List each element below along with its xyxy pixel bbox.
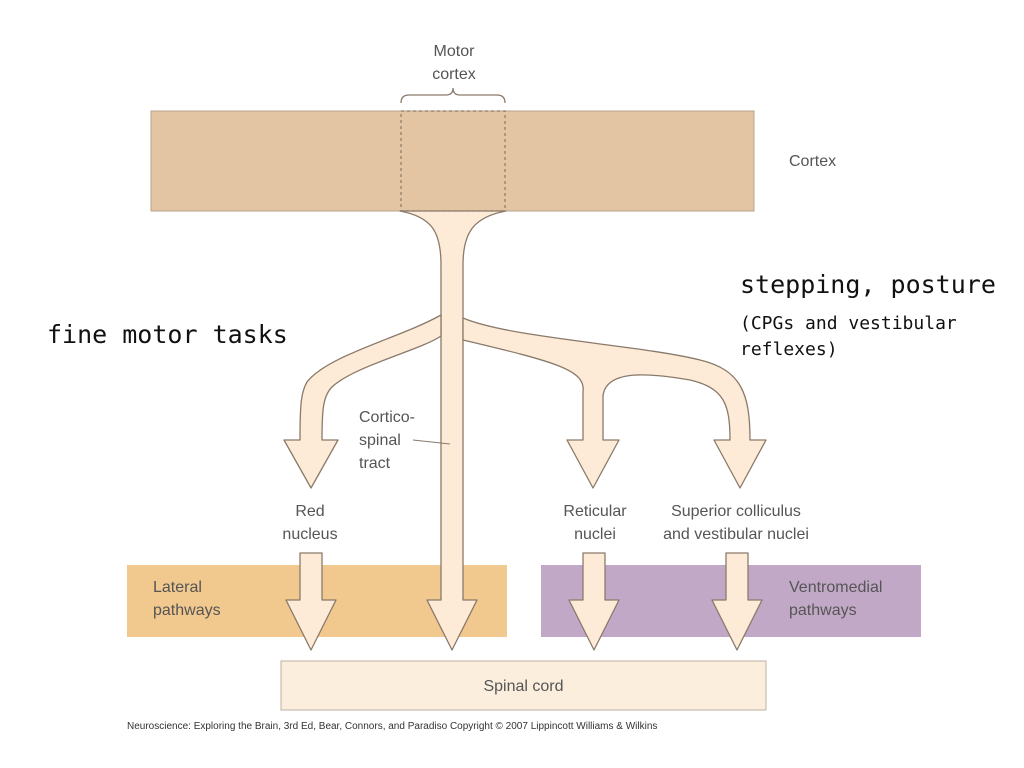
spinal-cord-label: Spinal cord [483, 678, 564, 695]
corticospinal-trunk [399, 210, 507, 651]
descending-tracts [283, 210, 767, 651]
cortex-label: Cortex [789, 153, 837, 170]
arrow-reticular-to-spinal [568, 552, 620, 651]
motor-cortex-bracket [400, 87, 506, 104]
branch-to-ventromedial [462, 317, 767, 489]
fine-motor-annotation: fine motor tasks [47, 320, 288, 349]
copyright-credit: Neuroscience: Exploring the Brain, 3rd E… [127, 721, 658, 732]
stepping-posture-annotation: stepping, posture [740, 270, 996, 299]
cortex-band [150, 110, 755, 212]
corticospinal-leader-line [412, 439, 451, 445]
arrow-red-to-spinal [285, 552, 337, 651]
arrow-superior-to-spinal [711, 552, 763, 651]
spinal-cord-box [280, 660, 767, 711]
branch-to-red-nucleus [283, 314, 442, 489]
